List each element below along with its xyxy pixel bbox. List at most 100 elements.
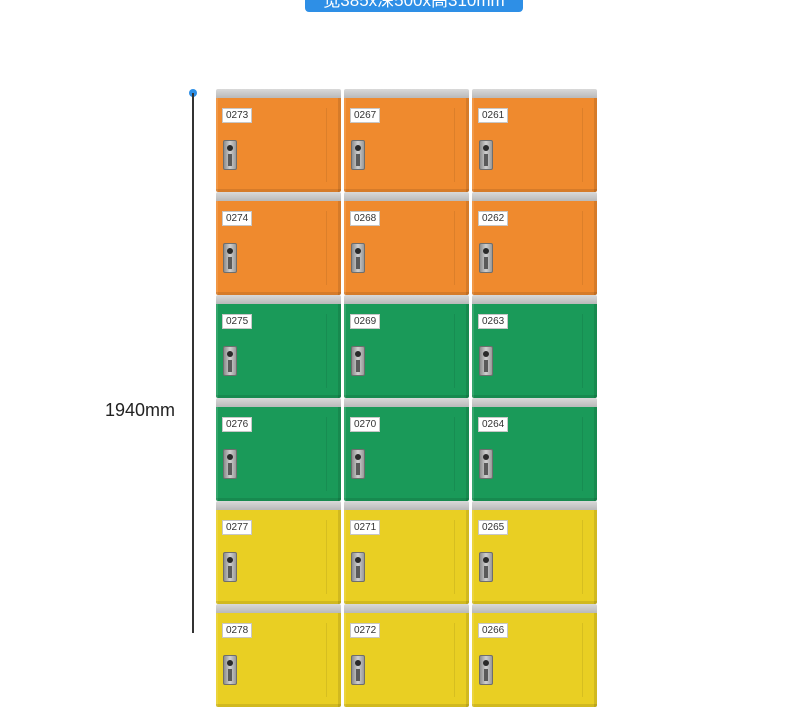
locker-number-label: 0277 [222,520,253,535]
locker-door: 0275 [216,295,341,398]
locker-number-label: 0266 [478,623,509,638]
keyhole-icon [483,557,489,563]
handle-slot [356,463,360,475]
handle-slot [484,154,488,166]
handle-slot [484,566,488,578]
keyhole-icon [483,145,489,151]
height-measure-line [192,93,194,633]
keyhole-icon [355,248,361,254]
locker-door: 0270 [344,398,469,501]
handle-slot [356,257,360,269]
handle-slot [484,669,488,681]
locker-door: 0272 [344,604,469,707]
lock-icon [479,140,493,170]
lock-icon [223,552,237,582]
locker-number-label: 0275 [222,314,253,329]
locker-panel: 0267 [344,98,469,192]
locker-panel: 0269 [344,304,469,398]
keyhole-icon [355,660,361,666]
handle-slot [228,360,232,372]
locker-panel: 0261 [472,98,597,192]
lock-icon [479,449,493,479]
keyhole-icon [227,145,233,151]
locker-panel: 0272 [344,613,469,707]
locker-number-label: 0269 [350,314,381,329]
locker-panel: 0266 [472,613,597,707]
locker-panel: 0270 [344,407,469,501]
keyhole-icon [483,454,489,460]
locker-panel: 0275 [216,304,341,398]
locker-number-label: 0276 [222,417,253,432]
keyhole-icon [227,351,233,357]
locker-panel: 0273 [216,98,341,192]
keyhole-icon [355,557,361,563]
height-label: 1940mm [103,400,178,421]
locker-number-label: 0262 [478,211,509,226]
lock-icon [479,243,493,273]
handle-slot [228,669,232,681]
dimensions-banner: 宽385x深500x高310mm [305,0,523,12]
locker-number-label: 0264 [478,417,509,432]
keyhole-icon [483,351,489,357]
locker-number-label: 0278 [222,623,253,638]
handle-slot [228,566,232,578]
handle-slot [484,360,488,372]
keyhole-icon [227,454,233,460]
locker-number-label: 0270 [350,417,381,432]
locker-door: 0276 [216,398,341,501]
locker-cabinet: 0273 0267 0261 0274 0268 0262 0275 0269 0263 0276… [216,89,597,707]
lock-icon [479,346,493,376]
locker-panel: 0263 [472,304,597,398]
lock-icon [351,140,365,170]
keyhole-icon [483,248,489,254]
handle-slot [356,154,360,166]
locker-panel: 0268 [344,201,469,295]
locker-number-label: 0274 [222,211,253,226]
locker-number-label: 0263 [478,314,509,329]
keyhole-icon [227,660,233,666]
locker-panel: 0264 [472,407,597,501]
locker-panel: 0276 [216,407,341,501]
locker-panel: 0262 [472,201,597,295]
handle-slot [228,257,232,269]
dimensions-text: 宽385x深500x高310mm [323,0,505,10]
handle-slot [484,463,488,475]
locker-panel: 0274 [216,201,341,295]
locker-door: 0262 [472,192,597,295]
locker-door: 0274 [216,192,341,295]
locker-door: 0265 [472,501,597,604]
handle-slot [356,669,360,681]
locker-number-label: 0261 [478,108,509,123]
handle-slot [356,360,360,372]
locker-panel: 0265 [472,510,597,604]
keyhole-icon [227,557,233,563]
locker-door: 0267 [344,89,469,192]
handle-slot [356,566,360,578]
handle-slot [228,463,232,475]
locker-door: 0269 [344,295,469,398]
lock-icon [351,552,365,582]
locker-number-label: 0271 [350,520,381,535]
locker-door: 0268 [344,192,469,295]
lock-icon [223,243,237,273]
locker-number-label: 0272 [350,623,381,638]
locker-number-label: 0268 [350,211,381,226]
locker-door: 0271 [344,501,469,604]
lock-icon [351,346,365,376]
keyhole-icon [355,351,361,357]
locker-door: 0277 [216,501,341,604]
lock-icon [351,243,365,273]
locker-panel: 0278 [216,613,341,707]
locker-door: 0264 [472,398,597,501]
lock-icon [223,655,237,685]
locker-door: 0263 [472,295,597,398]
lock-icon [351,655,365,685]
locker-number-label: 0265 [478,520,509,535]
locker-door: 0261 [472,89,597,192]
lock-icon [223,140,237,170]
locker-number-label: 0273 [222,108,253,123]
keyhole-icon [355,454,361,460]
keyhole-icon [227,248,233,254]
lock-icon [223,346,237,376]
locker-number-label: 0267 [350,108,381,123]
